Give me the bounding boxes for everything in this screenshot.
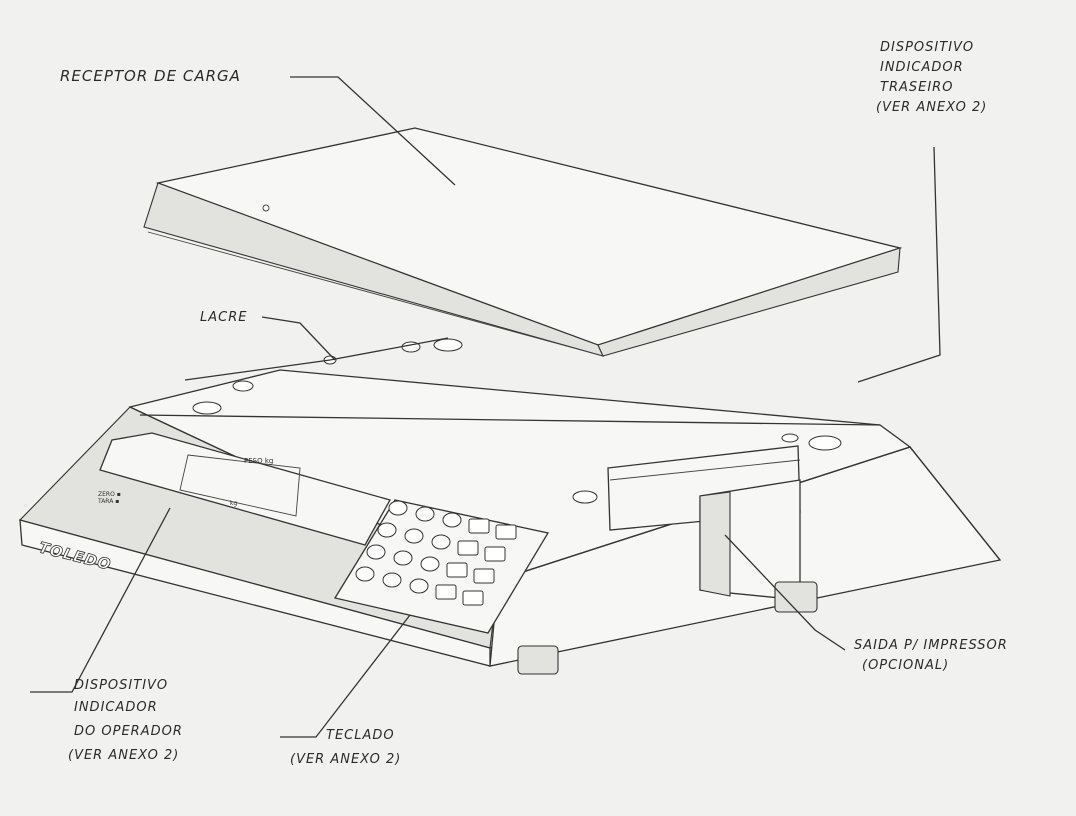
leader-lines xyxy=(30,76,941,738)
label-keyboard-2: (VER ANEXO 2) xyxy=(290,752,402,767)
label-rear-indicator-2: INDICADOR xyxy=(880,60,964,75)
keypad-key xyxy=(484,546,506,562)
label-operator-indicator-4: (VER ANEXO 2) xyxy=(68,748,180,763)
label-rear-indicator-4: (VER ANEXO 2) xyxy=(876,100,988,115)
keypad-key xyxy=(446,562,468,578)
keypad-key xyxy=(415,506,435,522)
label-receptor: RECEPTOR DE CARGA xyxy=(60,67,241,85)
keypad-key xyxy=(377,522,397,538)
keypad-key xyxy=(442,512,462,528)
keypad-key xyxy=(409,578,429,594)
load-receptor-platter xyxy=(143,127,903,357)
label-operator-indicator-1: DISPOSITIVO xyxy=(74,678,169,693)
keypad-key xyxy=(473,568,495,584)
svg-text:PESO kg: PESO kg xyxy=(244,457,273,465)
label-lacre: LACRE xyxy=(200,310,248,325)
keypad-key xyxy=(457,540,479,556)
keypad-key xyxy=(366,544,386,560)
keypad-key xyxy=(495,524,517,540)
keypad-key xyxy=(420,556,440,572)
seal-knobs xyxy=(184,337,842,504)
keypad-key xyxy=(431,534,451,550)
keypad-key xyxy=(468,518,490,534)
svg-text:ZERO ▪: ZERO ▪ xyxy=(98,491,121,498)
printer-output-slot xyxy=(607,445,801,601)
keypad-key xyxy=(355,566,375,582)
keypad-key xyxy=(382,572,402,588)
scale-feet xyxy=(517,581,818,675)
keypad-key xyxy=(393,550,413,566)
label-printer-output-1: SAIDA P/ IMPRESSOR xyxy=(854,638,1008,653)
keypad-key xyxy=(404,528,424,544)
svg-text:TARA ▪: TARA ▪ xyxy=(97,498,119,505)
label-keyboard-1: TECLADO xyxy=(326,728,395,743)
keypad xyxy=(333,499,550,634)
label-printer-output-2: (OPCIONAL) xyxy=(862,658,950,673)
svg-text:kg: kg xyxy=(230,500,237,507)
scale-base: PESO kg kg ZERO ▪ TARA ▪ xyxy=(18,369,1002,667)
keypad-key xyxy=(435,584,457,600)
keypad-key xyxy=(462,590,484,606)
keypad-key xyxy=(388,500,408,516)
label-rear-indicator-1: DISPOSITIVO xyxy=(880,40,975,55)
label-rear-indicator-3: TRASEIRO xyxy=(880,80,954,95)
label-operator-indicator-2: INDICADOR xyxy=(74,700,158,715)
label-operator-indicator-3: DO OPERADOR xyxy=(74,724,183,739)
